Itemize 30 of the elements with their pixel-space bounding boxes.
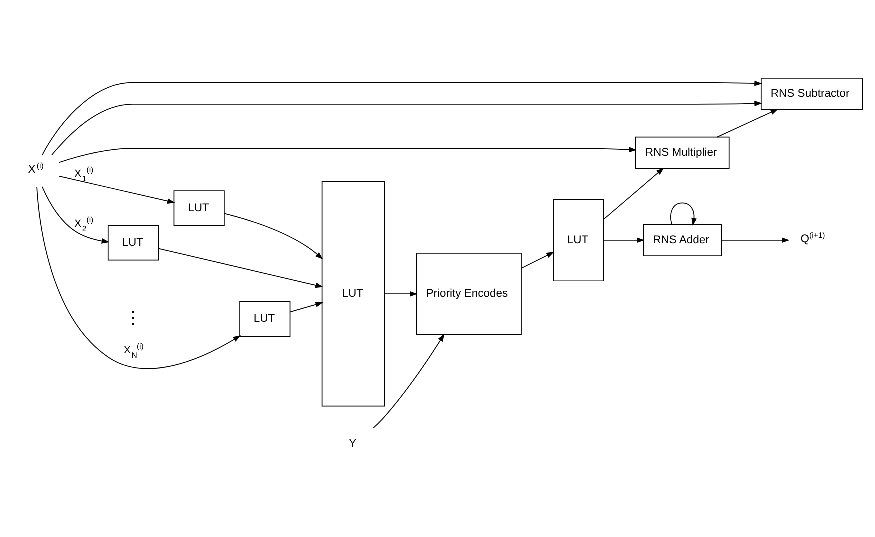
- arrow: [36, 186, 242, 369]
- arrow: [224, 212, 324, 260]
- node-box: RNS Subtractor: [760, 78, 864, 110]
- node-text: Q$^{(i+1)}$: [800, 230, 826, 245]
- arrow: [58, 175, 176, 204]
- node-box: LUT: [174, 190, 225, 226]
- arrow: [384, 290, 418, 296]
- arrow: [58, 146, 638, 163]
- arrow: [721, 237, 790, 243]
- arrow: [521, 252, 554, 268]
- node-box: LUT: [108, 224, 160, 260]
- arrow: [42, 80, 762, 156]
- arrow: [604, 167, 664, 220]
- arrow: [290, 302, 324, 312]
- node-box: LUT: [322, 181, 386, 406]
- node-box: LUT: [553, 198, 604, 282]
- arrow: [42, 186, 110, 244]
- node-box: RNS Adder: [643, 224, 722, 256]
- arrow: [158, 248, 324, 288]
- node-box: RNS Multiplier: [635, 136, 730, 168]
- arrow: [716, 108, 779, 138]
- arrow: [373, 333, 445, 428]
- node-box: Priority Encodes: [416, 252, 522, 335]
- node-box: LUT: [240, 300, 291, 336]
- node-text: X$^{(i)}$: [28, 161, 44, 176]
- node-text: Y: [349, 437, 357, 450]
- arrow: [604, 237, 645, 243]
- label: ⋮: [124, 307, 142, 328]
- arrow: [670, 202, 697, 226]
- arrow: [51, 100, 762, 156]
